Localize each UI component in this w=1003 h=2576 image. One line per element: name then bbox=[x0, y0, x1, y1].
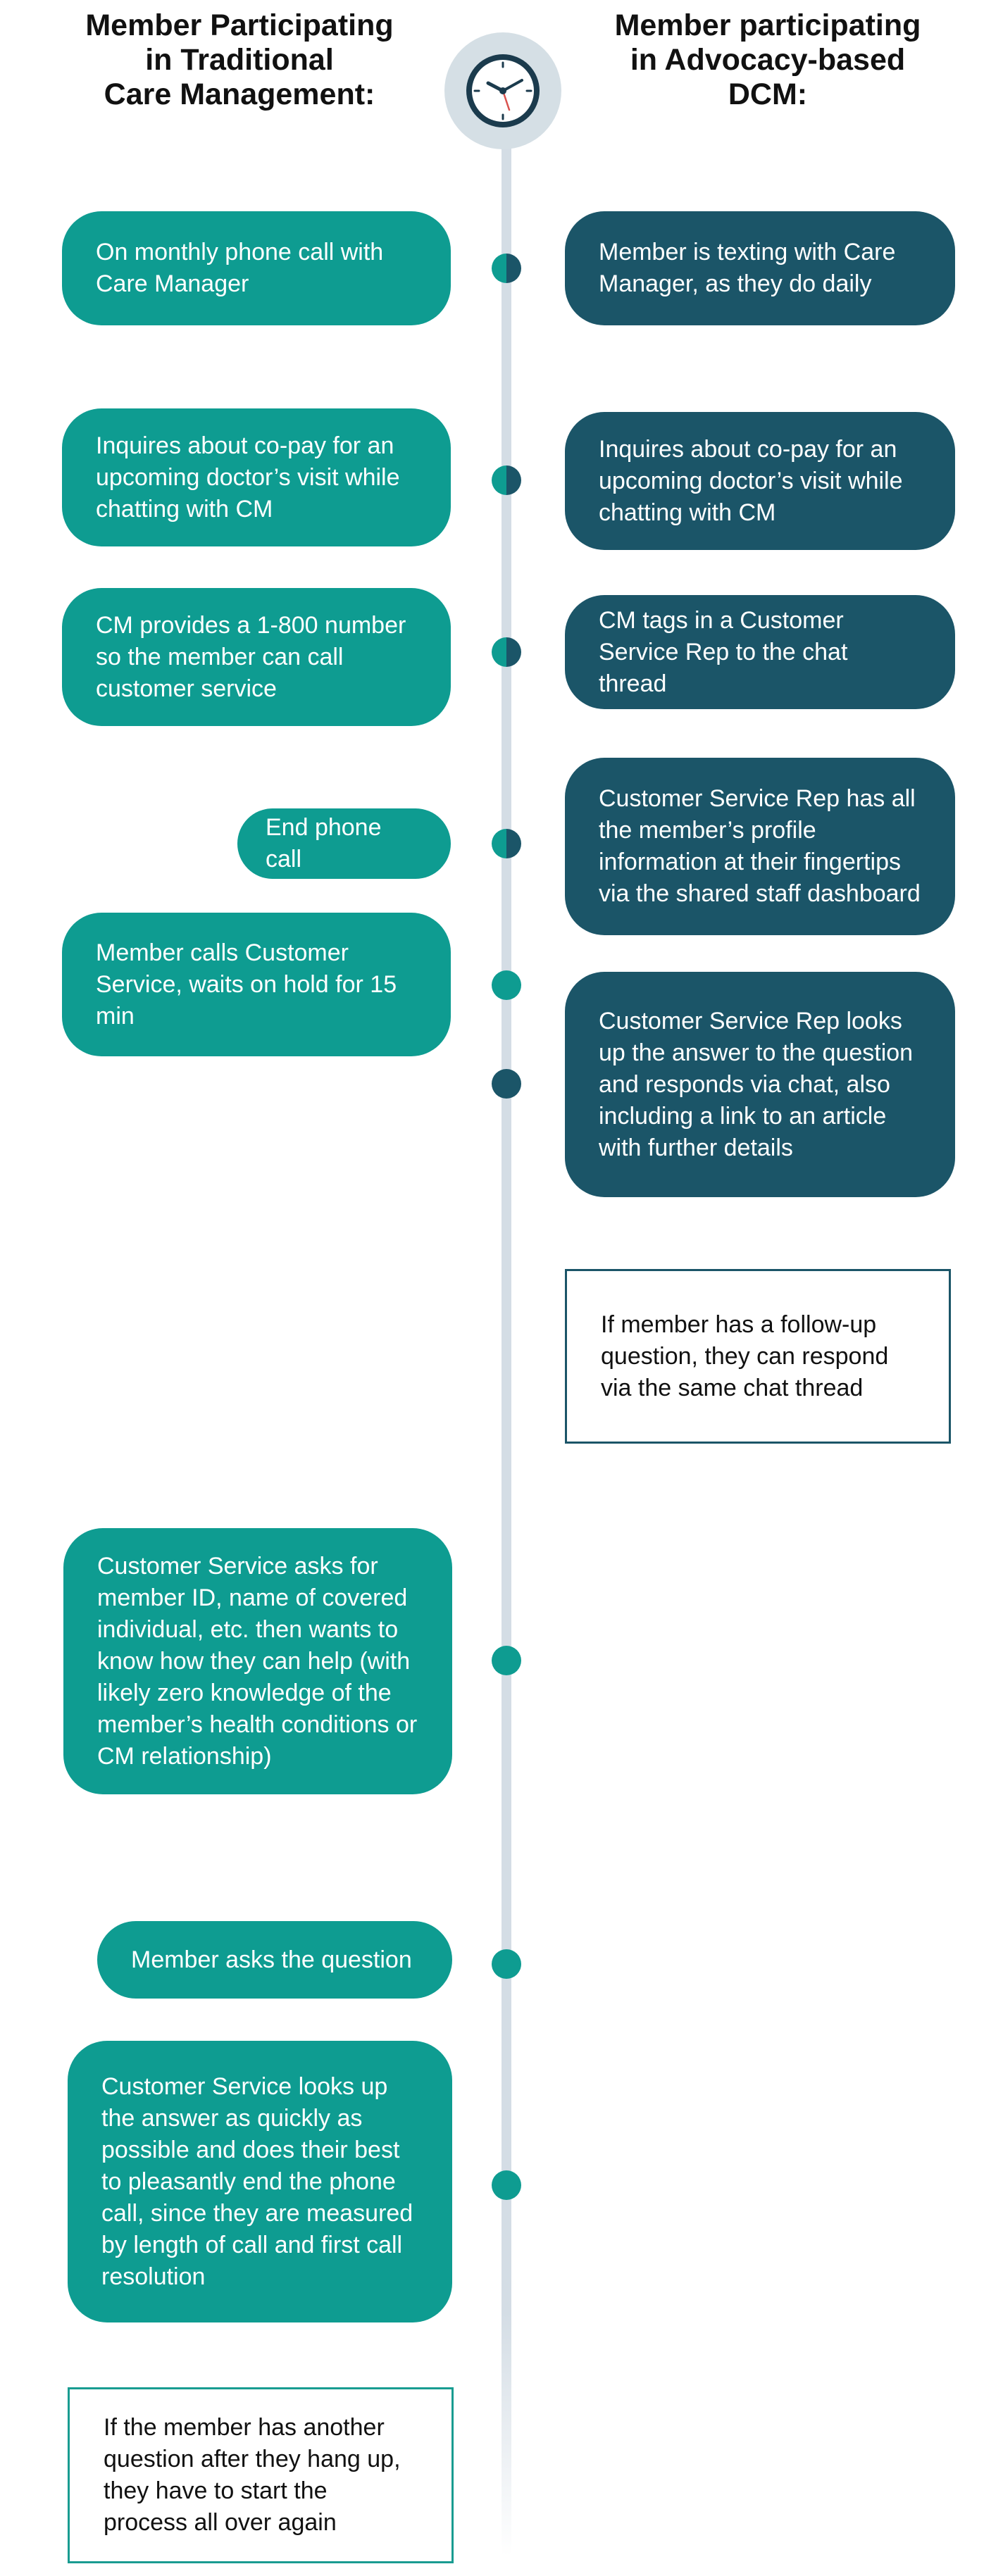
timeline-dot-3 bbox=[492, 637, 521, 667]
traditional-step-2: Inquires about co-pay for an upcoming do… bbox=[62, 408, 451, 546]
advocacy-step-2: Inquires about co-pay for an upcoming do… bbox=[565, 412, 955, 550]
timeline-dot-9 bbox=[492, 2170, 521, 2200]
timeline-dot-2 bbox=[492, 465, 521, 495]
traditional-step-3: CM provides a 1-800 number so the member… bbox=[62, 588, 451, 726]
traditional-step-6: Customer Service asks for member ID, nam… bbox=[63, 1528, 452, 1794]
advocacy-step-3: CM tags in a Customer Service Rep to the… bbox=[565, 595, 955, 709]
timeline-line bbox=[502, 127, 511, 2556]
traditional-step-5: Member calls Customer Service, waits on … bbox=[62, 913, 451, 1056]
advocacy-step-4: Customer Service Rep has all the member’… bbox=[565, 758, 955, 935]
advocacy-step-5: Customer Service Rep looks up the answer… bbox=[565, 972, 955, 1197]
timeline-dot-6 bbox=[492, 1069, 521, 1099]
traditional-step-7: Member asks the question bbox=[97, 1921, 452, 1999]
traditional-step-1: On monthly phone call with Care Manager bbox=[62, 211, 451, 325]
advocacy-step-1: Member is texting with Care Manager, as … bbox=[565, 211, 955, 325]
traditional-note: If the member has another question after… bbox=[68, 2387, 454, 2563]
timeline-dot-8 bbox=[492, 1949, 521, 1979]
advocacy-note: If member has a follow-up question, they… bbox=[565, 1269, 951, 1444]
traditional-step-8: Customer Service looks up the answer as … bbox=[68, 2041, 452, 2322]
advocacy-dcm-header: Member participating in Advocacy-based D… bbox=[614, 8, 921, 111]
clock-icon bbox=[466, 54, 540, 127]
timeline-dot-5 bbox=[492, 970, 521, 1000]
traditional-cm-header: Member Participating in Traditional Care… bbox=[85, 8, 394, 111]
timeline-dot-1 bbox=[492, 254, 521, 283]
traditional-step-4: End phone call bbox=[237, 808, 451, 879]
timeline-dot-4 bbox=[492, 829, 521, 858]
timeline-dot-7 bbox=[492, 1646, 521, 1675]
